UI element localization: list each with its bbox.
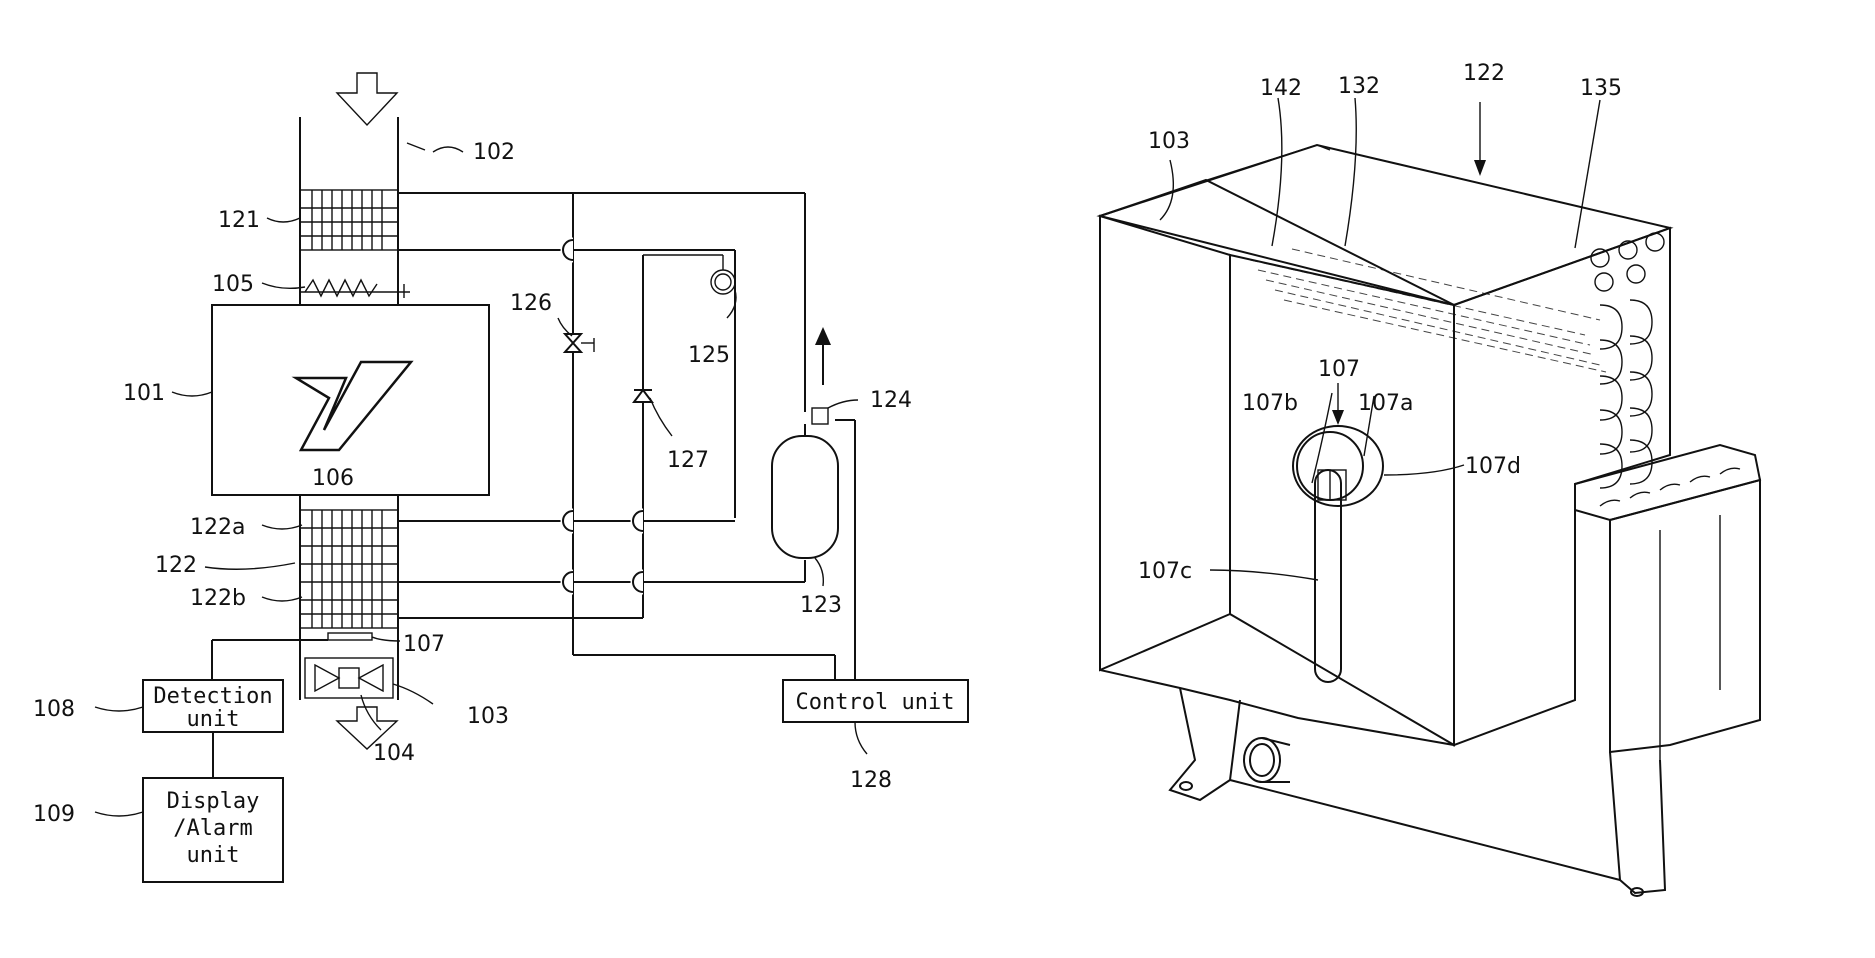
- logo-v-icon: [296, 362, 411, 450]
- detection-unit-label-line1: Detection: [153, 684, 272, 709]
- ref-105: 105: [212, 272, 254, 297]
- ref-121: 121: [218, 208, 260, 233]
- housing-top-face: [1100, 145, 1670, 305]
- heat-exchanger-122: [300, 510, 398, 628]
- perspective-view: 103 142 132 122 135 107 107b 107a 107d 1…: [1100, 61, 1760, 896]
- ref-arrow-122: [1474, 102, 1486, 176]
- display-alarm-label-line2: /Alarm: [173, 816, 252, 841]
- drain-nozzle: [1244, 738, 1290, 782]
- heater-105: [305, 280, 377, 296]
- ref-122a: 122a: [190, 515, 245, 540]
- ref-123: 123: [800, 593, 842, 618]
- ref-122: 122: [155, 553, 197, 578]
- inlet-air-arrow: [337, 73, 397, 125]
- control-unit-label: Control unit: [796, 690, 955, 715]
- check-valve-127: [634, 390, 652, 402]
- heat-exchanger-121: [300, 190, 398, 250]
- ref-104: 104: [373, 741, 415, 766]
- ref-122b: 122b: [190, 586, 246, 611]
- ref-r-107c: 107c: [1138, 559, 1192, 584]
- valve-126: [565, 334, 594, 352]
- ref-125: 125: [688, 343, 730, 368]
- ref-126: 126: [510, 291, 552, 316]
- coil-tubes-122: [1591, 233, 1664, 488]
- ref-r-107a: 107a: [1358, 391, 1413, 416]
- ref-r-132: 132: [1338, 74, 1380, 99]
- display-alarm-label-line3: unit: [187, 843, 240, 868]
- housing-legs: [1170, 688, 1665, 896]
- ref-r-107d: 107d: [1465, 454, 1521, 479]
- refrigerant-piping: [398, 193, 855, 680]
- ref-127: 127: [667, 448, 709, 473]
- ref-r-135: 135: [1580, 76, 1622, 101]
- ref-107: 107: [403, 632, 445, 657]
- receiver-123: [772, 436, 838, 558]
- detection-unit-label-line2: unit: [187, 707, 240, 732]
- ref-124: 124: [870, 388, 912, 413]
- ref-arrow-107: [1332, 383, 1344, 425]
- pressure-sensor-124: [812, 408, 828, 424]
- sensor-ring-107a: [1293, 426, 1383, 506]
- ref-r-103: 103: [1148, 129, 1190, 154]
- schematic-diagram: Detection unit Display /Alarm unit Contr…: [33, 73, 968, 882]
- ref-102: 102: [473, 140, 515, 165]
- ref-r-122: 122: [1463, 61, 1505, 86]
- sensor-107: [328, 633, 372, 640]
- ref-103: 103: [467, 704, 509, 729]
- drain-tray: [1575, 445, 1760, 760]
- ref-r-107b: 107b: [1242, 391, 1298, 416]
- ref-108: 108: [33, 697, 75, 722]
- housing-side-face: [1454, 228, 1670, 745]
- capillary-coil-125: [643, 255, 735, 294]
- ref-106: 106: [312, 466, 354, 491]
- fan-103: [305, 658, 393, 698]
- ref-128: 128: [850, 768, 892, 793]
- ref-r-142: 142: [1260, 76, 1302, 101]
- ref-109: 109: [33, 802, 75, 827]
- flow-up-arrow: [815, 327, 831, 385]
- ref-101: 101: [123, 381, 165, 406]
- sensor-assembly-107: [1293, 426, 1383, 682]
- ref-r-107: 107: [1318, 357, 1360, 382]
- display-alarm-label-line1: Display: [167, 789, 260, 814]
- housing-front-face: [1100, 216, 1230, 670]
